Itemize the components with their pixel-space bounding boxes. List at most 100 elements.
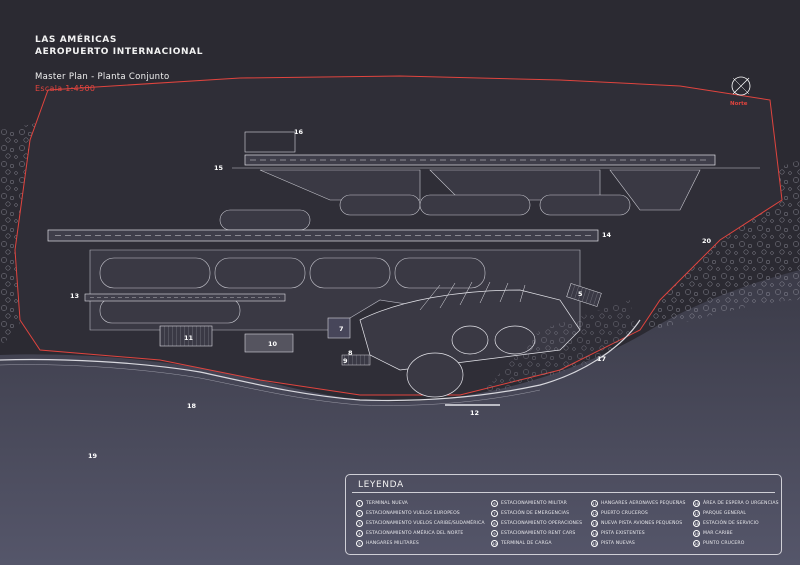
legend-number: 19 [693,530,700,538]
legend-title: LEYENDA [358,480,404,490]
legend-label: ESTACIONAMIENTO AMÉRICA DEL NORTE [366,531,464,537]
hangars-small-aircraft [159,325,213,347]
callout-18: 18 [187,402,197,410]
callout-17: 17 [597,355,607,363]
title-line-2: AEROPUERTO INTERNACIONAL [35,47,204,57]
legend-number: 20 [693,540,700,548]
military-hangars [566,283,602,307]
legend-number: 11 [591,499,598,507]
legend-number: 18 [693,519,700,527]
callout-15: 15 [214,164,224,172]
callout-19: 19 [88,452,98,460]
legend-number: 15 [591,540,598,548]
callout-12: 12 [470,409,480,417]
callout-10: 10 [268,340,278,348]
legend-label: ESTACIÓN DE SERVICIO [703,520,759,526]
legend-label: ESTACIONAMIENTO VUELOS EUROPEOS [366,510,460,516]
callout-11: 11 [184,334,194,342]
page-title: LAS AMÉRICAS AEROPUERTO INTERNACIONAL [35,34,203,58]
legend-number: 7 [491,509,498,517]
legend-number: 17 [693,509,700,517]
callout-9: 9 [343,357,348,365]
legend-number: 16 [693,499,700,507]
caribbean-sea [0,270,800,565]
legend-number: 8 [491,519,498,527]
legend-label: ESTACIONAMIENTO OPERACIONES [501,520,583,526]
legend-label: TERMINAL NUEVA [366,500,408,506]
legend-number: 10 [491,540,498,548]
legend-number: 3 [356,519,363,527]
scale-label: Escala 1:4500 [35,84,96,93]
general-park [480,300,635,395]
legend-label: HANGARES MILITARES [366,541,419,547]
legend-number: 14 [591,530,598,538]
legend-label: TERMINAL DE CARGA [501,541,552,547]
legend-divider [352,492,775,493]
legend-label: PISTA EXISTENTES [601,531,645,537]
legend-label: PARQUE GENERAL [703,510,747,516]
legend-number: 5 [356,540,363,548]
runway-13 [84,293,286,302]
legend-label: ESTACIONAMIENTO MILITAR [501,500,567,506]
coastal-road [0,319,641,402]
north-label: Norte [730,101,748,107]
legend-label: PISTA NUEVAS [601,541,635,547]
legend-label: ESTACIONAMIENTO RENT CARS [501,531,576,537]
legend-number: 9 [491,530,498,538]
callout-13: 13 [70,292,80,300]
legend-label: PUERTO CRUCEROS [601,510,648,516]
title-line-1: LAS AMÉRICAS [35,35,117,45]
callout-8: 8 [348,349,353,357]
legend-label: HANGARES AERONAVES PEQUEÑAS [601,500,686,506]
north-indicator: Norte [728,74,754,114]
legend-label: PUNTO CRUCERO [703,541,745,547]
legend-number: 2 [356,509,363,517]
legend-label: ESTACIÓN DE EMERGENCIAS [501,510,570,516]
subtitle: Master Plan - Planta Conjunto [35,72,170,82]
callout-16: 16 [294,128,304,136]
north-arrow-icon [731,76,751,96]
runway-15 [244,154,716,166]
runway-14 [47,229,599,242]
legend-label: MAR CARIBE [703,531,733,537]
callout-20: 20 [702,237,712,245]
legend-number: 12 [591,509,598,517]
legend-number: 1 [356,499,363,507]
legend-label: ESTACIONAMIENTO VUELOS CARIBE/SUDAMÉRICA [366,520,485,526]
legend-label: ÁREA DE ESPERA O URGENCIAS [703,500,779,506]
callout-14: 14 [602,231,612,239]
legend-number: 13 [591,519,598,527]
legend-number: 4 [356,530,363,538]
callout-5: 5 [578,290,583,298]
legend-number: 6 [491,499,498,507]
cargo-terminal [244,333,294,353]
callout-7: 7 [339,325,344,333]
